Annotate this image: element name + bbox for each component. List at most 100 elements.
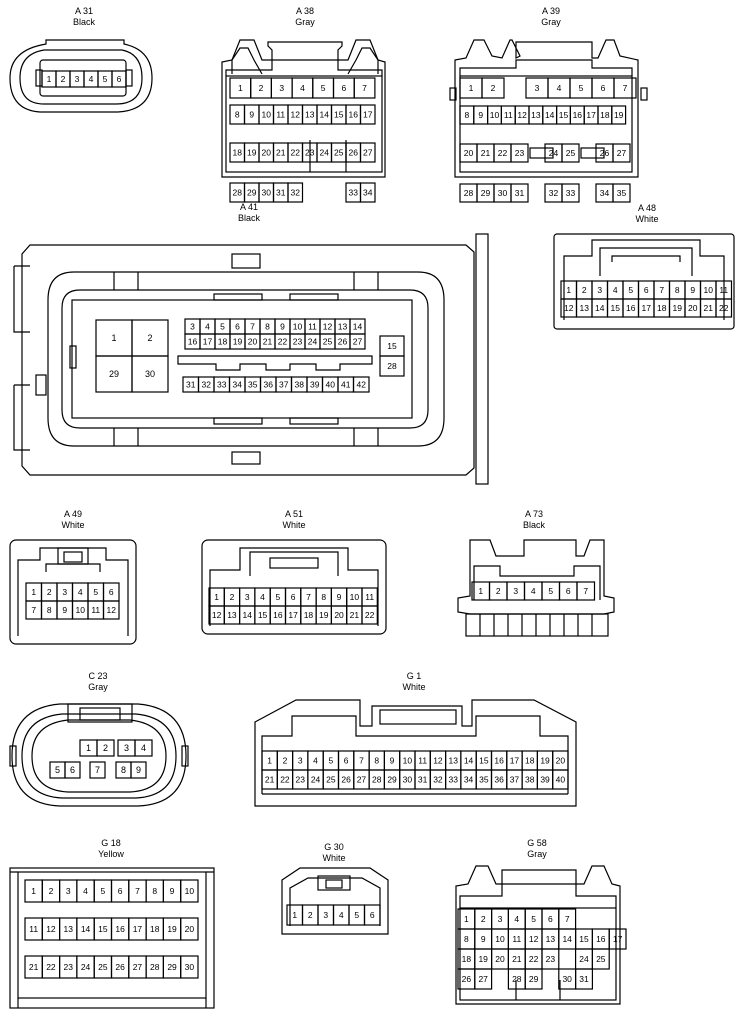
a51-pin-label: 18 bbox=[304, 610, 314, 620]
g58-pin-label: 18 bbox=[462, 954, 472, 964]
g58-id: G 58 bbox=[527, 838, 547, 848]
c23-pin-label: 1 bbox=[86, 743, 91, 753]
a51-pin-label: 5 bbox=[275, 592, 280, 602]
a38-pin-label: 34 bbox=[363, 188, 373, 198]
a51-pin-label: 14 bbox=[243, 610, 253, 620]
a39-pin-cell bbox=[561, 143, 580, 163]
g1-pin-label: 29 bbox=[387, 775, 397, 785]
a31-pin-label: 5 bbox=[103, 74, 108, 84]
g58-pin-label: 9 bbox=[481, 934, 486, 944]
a48-pin-label: 3 bbox=[597, 285, 602, 295]
g18-pin-label: 20 bbox=[185, 924, 195, 934]
a48-pin-label: 12 bbox=[564, 303, 574, 313]
g1-pin-label: 40 bbox=[556, 775, 566, 785]
g18-pin-label: 2 bbox=[49, 886, 54, 896]
a73-pin-label: 4 bbox=[531, 586, 536, 596]
a39-pin-label: 31 bbox=[515, 188, 525, 198]
g58-pin-label: 23 bbox=[546, 954, 556, 964]
a38-pin-label: 1 bbox=[238, 83, 243, 93]
g58-pin-label: 30 bbox=[562, 974, 572, 984]
a41_top-pin-label: 13 bbox=[338, 322, 348, 332]
a39-pin-label: 12 bbox=[517, 110, 527, 120]
a51-pin-label: 8 bbox=[321, 592, 326, 602]
a38-pin-label: 30 bbox=[262, 188, 272, 198]
a41_bottom-pin-label: 41 bbox=[341, 380, 351, 390]
a39-pin-label: 15 bbox=[559, 110, 569, 120]
g1-pin-label: 5 bbox=[328, 756, 333, 766]
g30-pin-label: 4 bbox=[339, 910, 344, 920]
g18-pin-label: 13 bbox=[64, 924, 74, 934]
a41_top-pin-label: 26 bbox=[338, 337, 348, 347]
a39-pin-label: 35 bbox=[617, 188, 627, 198]
g1-pin-label: 20 bbox=[556, 756, 566, 766]
a41_bottom-pin-label: 38 bbox=[295, 380, 305, 390]
g58-pin-label: 6 bbox=[548, 914, 553, 924]
g58-pin-label: 11 bbox=[512, 934, 521, 944]
a41_block-pin-cell bbox=[131, 355, 169, 393]
a39-color: Gray bbox=[541, 17, 561, 27]
g1-pin-label: 3 bbox=[298, 756, 303, 766]
g58-pin-label: 24 bbox=[579, 954, 589, 964]
a38-pin-label: 15 bbox=[334, 110, 344, 120]
a39-pin-cell bbox=[561, 183, 580, 203]
g18-pin-label: 25 bbox=[98, 962, 108, 972]
a49-housing bbox=[9, 539, 137, 645]
g58-pin-label: 2 bbox=[481, 914, 486, 924]
a41_bottom-pin-label: 40 bbox=[326, 380, 336, 390]
g18-pin-cell bbox=[180, 917, 199, 941]
g58-pin-label: 29 bbox=[529, 974, 539, 984]
a38-housing bbox=[221, 39, 386, 178]
a51-color: White bbox=[282, 520, 306, 530]
a49-pin-label: 1 bbox=[31, 587, 36, 597]
a41_top-pin-label: 4 bbox=[205, 322, 210, 332]
g1-pin-label: 35 bbox=[479, 775, 489, 785]
a41-color: Black bbox=[237, 213, 260, 223]
a39-blank-cavity bbox=[529, 147, 554, 159]
g58-pin-label: 15 bbox=[579, 934, 589, 944]
g18-pin-label: 19 bbox=[167, 924, 177, 934]
a49-pin-label: 11 bbox=[91, 605, 100, 615]
a39-pin-label: 28 bbox=[464, 188, 474, 198]
a39-pin-label: 2 bbox=[491, 83, 496, 93]
a49-pin-label: 5 bbox=[93, 587, 98, 597]
g58-pin-cell bbox=[474, 968, 493, 990]
a41_block-pin-label: 1 bbox=[111, 333, 116, 343]
g1-pin-label: 14 bbox=[464, 756, 474, 766]
a48-housing bbox=[553, 233, 735, 330]
a38-pin-label: 20 bbox=[262, 148, 272, 158]
a38-pin-label: 29 bbox=[247, 188, 257, 198]
a39-pin-label: 25 bbox=[566, 148, 576, 158]
g1-pin-label: 10 bbox=[403, 756, 413, 766]
g30-color: White bbox=[322, 853, 346, 863]
g30-pin-label: 5 bbox=[354, 910, 359, 920]
g58-color: Gray bbox=[527, 849, 547, 859]
a41_top-pin-label: 10 bbox=[293, 322, 303, 332]
a51-pin-label: 12 bbox=[212, 610, 222, 620]
a48-pin-label: 10 bbox=[704, 285, 714, 295]
g1-pin-label: 7 bbox=[359, 756, 364, 766]
a41_top-pin-label: 27 bbox=[353, 337, 363, 347]
a41_bottom-pin-label: 39 bbox=[310, 380, 320, 390]
a51-pin-label: 2 bbox=[230, 592, 235, 602]
a73-pin-label: 7 bbox=[583, 586, 588, 596]
g1-pin-label: 17 bbox=[510, 756, 520, 766]
a48-pin-label: 18 bbox=[657, 303, 667, 313]
a41_block-pin-label: 29 bbox=[109, 369, 119, 379]
a38-pin-label: 6 bbox=[341, 83, 346, 93]
a39-pin-label: 18 bbox=[600, 110, 610, 120]
g1-pin-label: 25 bbox=[326, 775, 336, 785]
g30-pin-label: 2 bbox=[308, 910, 313, 920]
a39-pin-label: 33 bbox=[566, 188, 576, 198]
g58-pin-label: 31 bbox=[579, 974, 589, 984]
g18-pin-label: 6 bbox=[118, 886, 123, 896]
c23-pin-cell bbox=[130, 761, 147, 779]
a73-id: A 73 bbox=[524, 509, 544, 519]
g58-pin-label: 22 bbox=[529, 954, 539, 964]
c23-pin-label: 4 bbox=[141, 743, 146, 753]
a41_top-pin-label: 25 bbox=[323, 337, 333, 347]
a39-pin-label: 29 bbox=[481, 188, 491, 198]
